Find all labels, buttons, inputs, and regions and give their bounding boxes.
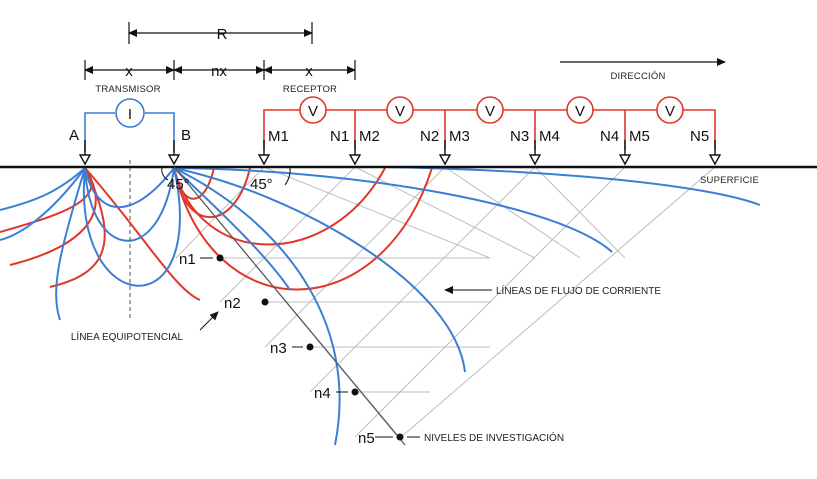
- voltmeter-5: [656, 96, 684, 124]
- level-n3-dot: [306, 343, 314, 351]
- label-receptor: RECEPTOR: [283, 84, 337, 95]
- label-n2: n2: [224, 295, 241, 312]
- label-n5: n5: [358, 430, 375, 447]
- label-transmisor: TRANSMISOR: [95, 84, 160, 95]
- voltmeter-label-3: V: [485, 103, 495, 120]
- investigation-grid: [173, 166, 716, 439]
- electrode-M1: [257, 140, 271, 166]
- label-angle-left: 45°: [167, 176, 190, 193]
- label-superficie: SUPERFICIE: [700, 175, 759, 186]
- equipotential-lines: [0, 167, 433, 301]
- electrode-N3M4: [528, 140, 542, 166]
- voltmeter-label-2: V: [395, 103, 405, 120]
- label-N4: N4: [600, 128, 619, 145]
- label-A: A: [69, 127, 79, 144]
- label-x-left: x: [125, 63, 133, 80]
- voltmeter-label-5: V: [665, 103, 675, 120]
- voltmeter-3: [476, 96, 504, 124]
- label-R: R: [217, 26, 228, 43]
- level-n4-dot: [351, 388, 359, 396]
- level-n5-dot: [396, 433, 404, 441]
- label-M5: M5: [629, 128, 650, 145]
- leader-lines: [199, 257, 492, 438]
- voltmeter-label-1: V: [308, 103, 318, 120]
- label-M1: M1: [268, 128, 289, 145]
- label-nx: nx: [211, 63, 227, 80]
- electrode-N1M2: [348, 140, 362, 166]
- label-M4: M4: [539, 128, 560, 145]
- label-M3: M3: [449, 128, 470, 145]
- angle-arc-right: [284, 166, 291, 186]
- voltmeter-2: [386, 96, 414, 124]
- label-B: B: [181, 127, 191, 144]
- electrode-N4M5: [618, 140, 632, 166]
- label-N2: N2: [420, 128, 439, 145]
- electrodes: [78, 140, 722, 166]
- label-equipotencial: LÍNEA EQUIPOTENCIAL: [71, 330, 184, 343]
- electrode-N5: [708, 140, 722, 166]
- label-flujo: LÍNEAS DE FLUJO DE CORRIENTE: [496, 284, 661, 297]
- electrode-N2M3: [438, 140, 452, 166]
- electrode-A: [78, 140, 92, 166]
- label-M2: M2: [359, 128, 380, 145]
- receiver-circuit: [263, 109, 716, 150]
- level-n1-dot: [216, 254, 224, 262]
- label-n4: n4: [314, 385, 331, 402]
- voltmeter-4: [566, 96, 594, 124]
- angle-arc-left: [161, 166, 169, 181]
- current-flow-lines: [0, 167, 761, 446]
- label-N3: N3: [510, 128, 529, 145]
- electrode-B: [167, 140, 181, 166]
- transmitter-circuit: [84, 98, 175, 152]
- voltmeters: V V V V V: [299, 96, 684, 124]
- dimension-lines: [84, 22, 726, 80]
- current-symbol: I: [128, 106, 132, 123]
- investigation-levels: [216, 254, 404, 441]
- label-n3: n3: [270, 340, 287, 357]
- label-x-right: x: [305, 63, 313, 80]
- label-n1: n1: [179, 251, 196, 268]
- voltmeter-label-4: V: [575, 103, 585, 120]
- label-N1: N1: [330, 128, 349, 145]
- label-niveles: NIVELES DE INVESTIGACIÓN: [424, 431, 564, 444]
- label-N5: N5: [690, 128, 709, 145]
- investigation-axis: [173, 166, 406, 446]
- label-angle-right: 45°: [250, 176, 273, 193]
- voltmeter-1: [299, 96, 327, 124]
- label-direccion: DIRECCIÓN: [610, 71, 665, 82]
- level-n2-dot: [261, 298, 269, 306]
